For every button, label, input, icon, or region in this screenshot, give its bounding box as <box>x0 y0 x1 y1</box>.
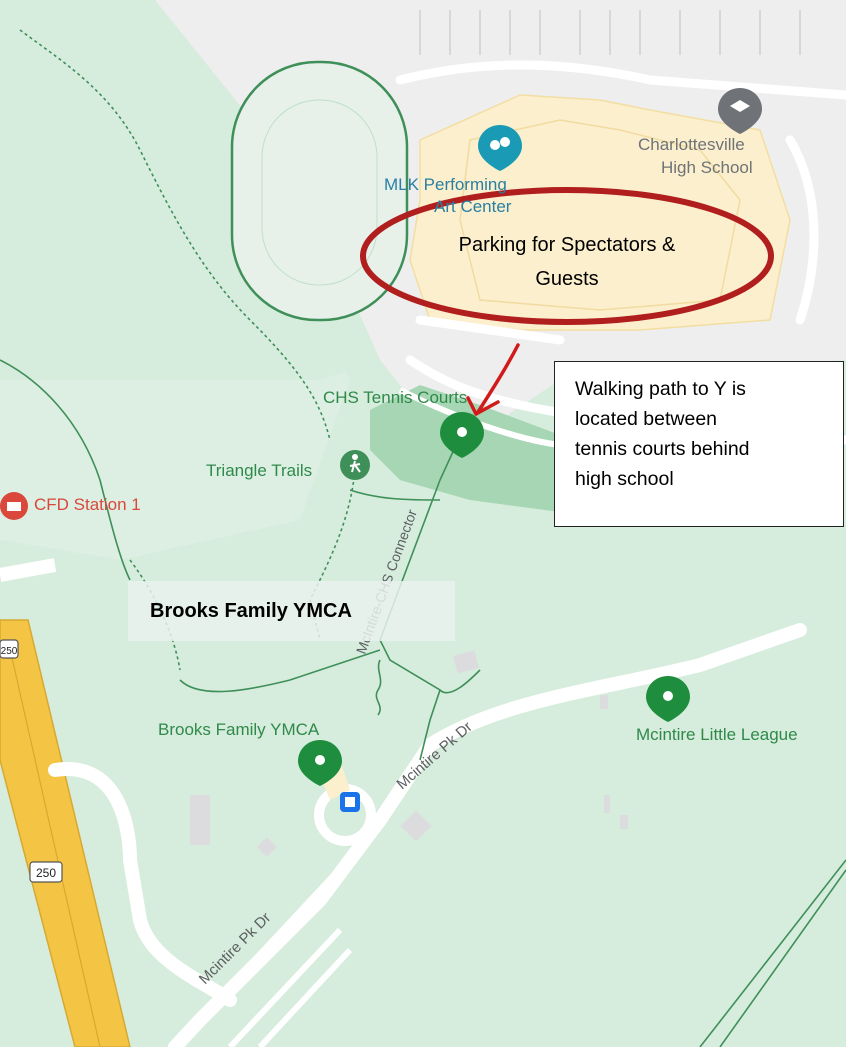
theater-icon[interactable] <box>478 125 522 171</box>
parking-drive <box>227 927 353 1047</box>
highway-250 <box>0 619 131 1047</box>
label-fire-station[interactable]: CFD Station 1 <box>34 495 141 514</box>
education-icon[interactable] <box>718 88 762 134</box>
side-road-lower-left <box>48 762 237 1007</box>
parking-callout-line2: Guests <box>535 268 599 290</box>
highway-shield-top <box>0 639 19 659</box>
trails <box>0 359 846 1047</box>
mcintire-park-drive <box>168 623 807 1047</box>
school-building-inner <box>459 119 741 311</box>
note-line-4: high school <box>575 468 674 490</box>
highway-shield-top-label: 250 <box>1 646 18 657</box>
track-infield <box>261 99 378 286</box>
parking-callout-line1: Parking for Spectators & <box>458 234 676 256</box>
small-buildings <box>190 650 628 857</box>
side-road-left <box>0 558 57 582</box>
label-performing-arts-line1[interactable]: MLK Performing <box>384 175 507 194</box>
parking-callout-ellipse <box>360 187 774 325</box>
label-performing-arts-line2[interactable]: Art Center <box>434 197 512 216</box>
place-pin-icon[interactable] <box>298 740 342 786</box>
label-high-school-line2[interactable]: High School <box>661 158 753 177</box>
highway-shield <box>29 861 63 883</box>
hiking-icon[interactable] <box>340 450 370 480</box>
label-ymca-pin[interactable]: Brooks Family YMCA <box>158 720 320 739</box>
note-line-2: located between <box>575 408 718 430</box>
sidewalk <box>398 387 561 448</box>
bus-stop-icon[interactable] <box>340 792 360 812</box>
label-tennis-courts[interactable]: CHS Tennis Courts <box>323 388 468 407</box>
label-triangle-trails[interactable]: Triangle Trails <box>206 461 313 480</box>
place-pin-icon[interactable] <box>646 676 690 722</box>
label-little-league[interactable]: Mcintire Little League <box>636 725 798 744</box>
place-pin-icon[interactable] <box>440 412 484 458</box>
parking-callout-text: Parking for Spectators & Guests <box>392 228 742 296</box>
service-road <box>197 867 343 1023</box>
label-high-school-line1[interactable]: Charlottesville <box>638 135 745 154</box>
ymca-banner: Brooks Family YMCA <box>128 581 455 641</box>
parking-stalls <box>419 10 801 55</box>
walking-path-note: Walking path to Y is located between ten… <box>554 361 844 527</box>
red-arrow <box>476 343 520 414</box>
ymca-banner-text: Brooks Family YMCA <box>150 599 352 622</box>
red-arrowhead <box>466 396 500 416</box>
note-line-3: tennis courts behind <box>575 438 750 460</box>
highway-shield-label: 250 <box>36 866 56 880</box>
note-line-1: Walking path to Y is <box>575 378 746 400</box>
highway-250-median <box>7 639 101 1047</box>
fire-station-icon[interactable] <box>0 492 28 520</box>
